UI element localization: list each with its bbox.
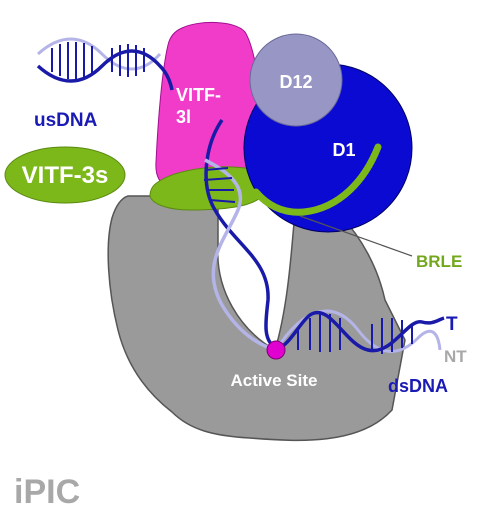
active-site-marker [266, 340, 286, 360]
template-label: T [446, 314, 458, 335]
usdna-label: usDNA [34, 110, 98, 131]
vitf3l-label-line2: 3l [176, 107, 191, 127]
vitf3s-label: VITF-3s [22, 162, 109, 189]
brle-pointer-line [299, 215, 413, 257]
vitf3s-subunit [4, 146, 126, 204]
brle-label: BRLE [416, 252, 462, 271]
vitf3l-label-line1: VITF- [176, 85, 221, 105]
d12-subunit [249, 33, 343, 127]
brle-loop [252, 143, 382, 216]
complex-label: iPIC [14, 473, 80, 511]
transcription-bubble [203, 119, 278, 352]
polymerase-body [107, 195, 406, 442]
dsdna-helix [274, 309, 445, 354]
active-site-label: Active Site [231, 371, 318, 390]
usdna-helix [36, 37, 174, 91]
d1-label: D1 [332, 140, 355, 160]
nontemplate-label: NT [444, 347, 467, 366]
dsdna-label: dsDNA [388, 376, 448, 396]
d12-label: D12 [279, 72, 312, 92]
